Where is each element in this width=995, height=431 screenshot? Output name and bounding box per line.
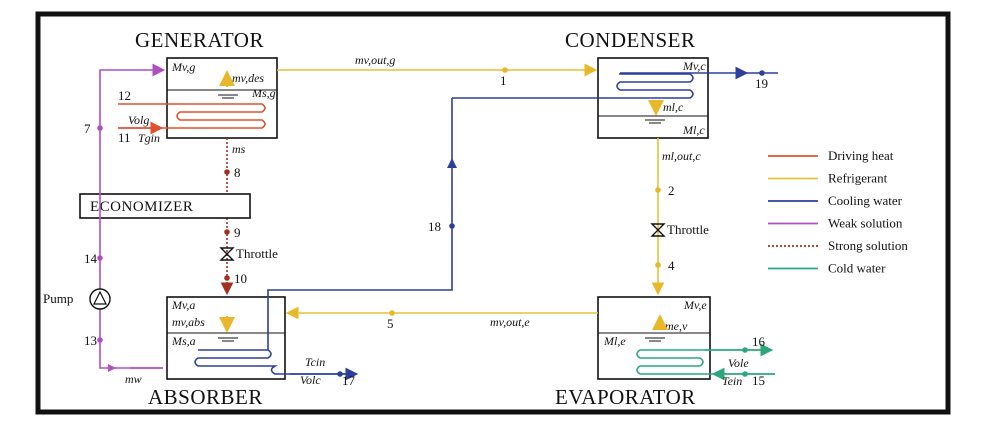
ms-label: ms [232, 142, 246, 156]
legend-label: Cooling water [828, 193, 903, 208]
ml-c-label: ml,c [663, 100, 684, 114]
point-2: 2 [668, 183, 675, 198]
point-1: 1 [500, 73, 507, 88]
point-16: 16 [752, 334, 766, 349]
t-ein-label: Tein [722, 374, 742, 388]
point-17: 17 [342, 373, 356, 388]
mw-label: mw [125, 372, 142, 386]
legend-label: Cold water [828, 261, 886, 276]
ml-e-label: Ml,e [603, 334, 626, 348]
mv-c-label: Mv,c [682, 59, 706, 73]
vol-c-label: Volc [300, 373, 321, 387]
legend-label: Weak solution [828, 216, 903, 231]
point-5: 5 [387, 316, 394, 331]
outer-frame [35, 11, 951, 415]
legend-label: Refrigerant [828, 171, 888, 186]
point-13: 11 [118, 130, 131, 145]
point-8: 14 [84, 251, 98, 266]
Ml-c-label: Ml,c [682, 123, 705, 137]
point-4: 4 [668, 258, 675, 273]
point-14: 12 [118, 88, 131, 103]
point-12: 10 [234, 271, 247, 286]
mv-abs-label: mv,abs [172, 315, 205, 329]
cooling-water-abs-to-cond [267, 98, 453, 350]
vol-g-label: Volg [128, 113, 149, 127]
vol-e-label: Vole [728, 356, 749, 370]
t-gin-label: Tgin [138, 131, 160, 145]
point-7: 13 [84, 333, 97, 348]
mv-e-label: Mv,e [683, 298, 707, 312]
mv-des-label: mv,des [232, 71, 264, 85]
throttle-right-label: Throttle [667, 222, 709, 237]
point-18: 18 [428, 219, 441, 234]
mv-out-g-label: mv,out,g [355, 53, 395, 67]
economizer-label: ECONOMIZER [90, 199, 193, 215]
me-v-label: me,v [665, 319, 688, 333]
legend-label: Strong solution [828, 238, 908, 253]
mv-g-label: Mv,g [171, 60, 195, 74]
pump-label: Pump [43, 291, 73, 306]
mv-out-e-label: mv,out,e [490, 315, 530, 329]
condenser-title: CONDENSER [565, 28, 696, 52]
t-cin-label: Tcin [305, 355, 325, 369]
point-11: 9 [234, 225, 241, 240]
mv-a-label: Mv,a [171, 298, 195, 312]
point-15: 15 [752, 373, 765, 388]
point-10: 8 [234, 165, 241, 180]
economizer-box [79, 193, 251, 219]
point-9: 7 [84, 121, 91, 136]
point-19: 19 [755, 76, 768, 91]
throttle-left-label: Throttle [236, 246, 278, 261]
legend-label: Driving heat [828, 148, 894, 163]
absorber-title: ABSORBER [148, 385, 263, 409]
evaporator-title: EVAPORATOR [555, 385, 696, 409]
ml-out-c-label: ml,out,c [662, 149, 701, 163]
ms-a-label: Ms,a [171, 334, 196, 348]
ms-g-label: Ms,g [251, 86, 276, 100]
generator-title: GENERATOR [135, 28, 264, 52]
